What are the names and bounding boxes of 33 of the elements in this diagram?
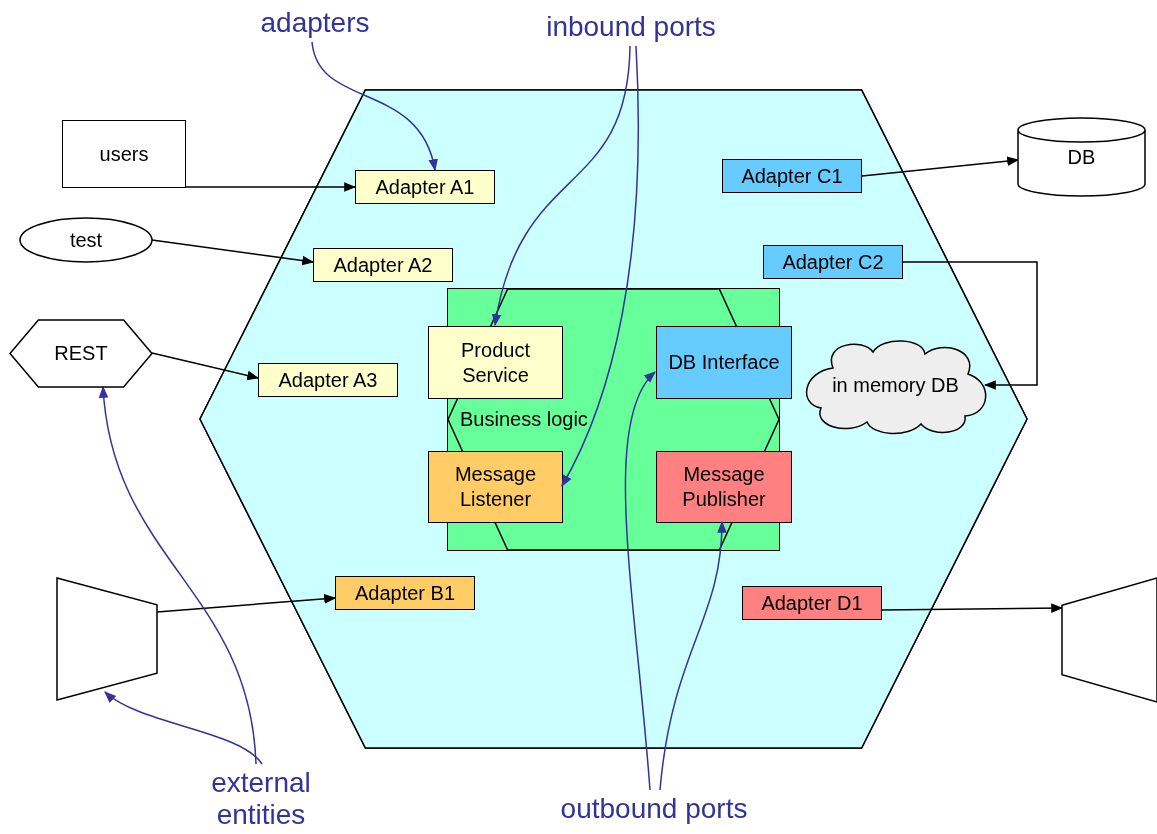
port-box: Message Listener — [428, 451, 563, 523]
leader-line — [624, 371, 656, 791]
trapezoid-node — [1062, 578, 1157, 702]
leader-line — [311, 41, 437, 172]
adapter-box: Adapter A3 — [258, 363, 398, 397]
group-title: Business logic — [460, 407, 588, 432]
ellipse-node: test — [20, 218, 152, 262]
port-box: DB Interface — [656, 326, 792, 399]
arrow — [185, 182, 357, 192]
external-box: users — [62, 120, 186, 188]
annotation-text: adapters — [245, 4, 385, 42]
port-box: Message Publisher — [656, 451, 792, 523]
adapter-box: Adapter D1 — [742, 586, 882, 620]
database-cylinder: DB — [1018, 118, 1145, 196]
hexagon-node: REST — [10, 320, 152, 387]
cloud-shape: in memory DB — [803, 338, 988, 432]
arrow — [151, 352, 260, 381]
adapter-box: Adapter A2 — [313, 248, 453, 282]
annotation-text: inbound ports — [528, 8, 734, 46]
annotation-text: external entities — [196, 764, 326, 834]
arrow — [902, 261, 1038, 390]
adapter-box: Adapter A1 — [355, 170, 495, 204]
trapezoid-node — [57, 578, 157, 700]
adapter-box: Adapter C2 — [763, 245, 903, 279]
port-box: Product Service — [428, 326, 563, 399]
leader-line — [492, 45, 631, 327]
arrow — [861, 156, 1020, 177]
leader-line — [104, 691, 263, 765]
adapter-box: Adapter C1 — [722, 159, 862, 193]
leader-line — [561, 45, 639, 488]
hexagon-boundary — [200, 90, 1027, 748]
adapter-box: Adapter B1 — [335, 576, 475, 610]
annotation-text: outbound ports — [540, 790, 768, 828]
